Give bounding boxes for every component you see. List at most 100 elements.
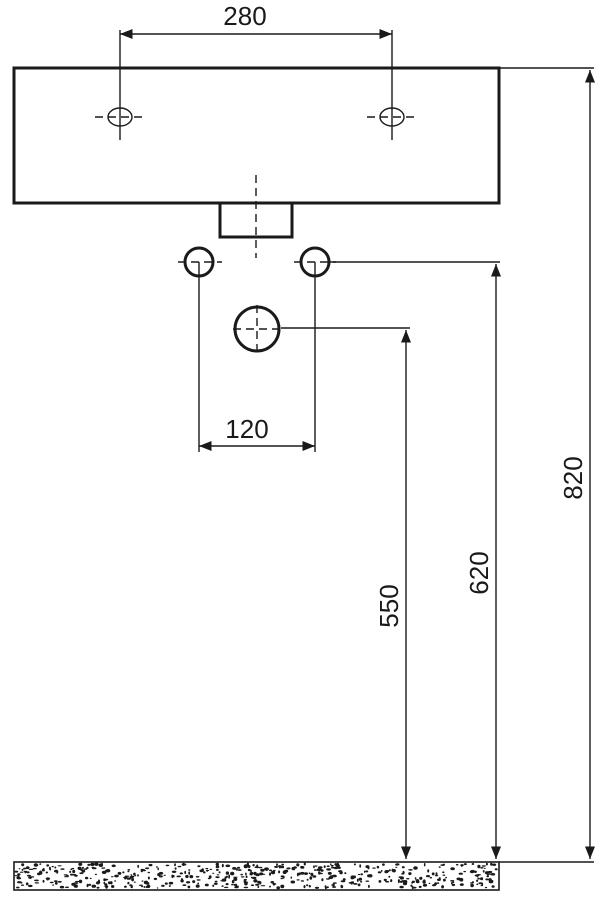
floor-speckle-dot (353, 883, 358, 885)
floor-speckle-dot (133, 881, 136, 883)
floor-speckle-dot (304, 872, 308, 875)
floor-speckle-dot (491, 885, 495, 888)
floor-speckle-dot (89, 877, 92, 880)
floor-speckle-dot (209, 868, 213, 871)
floor-speckle-dot (53, 880, 58, 882)
floor-speckle-dot (485, 878, 489, 881)
floor-speckle-dot (196, 879, 201, 881)
floor-speckle-dot (402, 870, 405, 875)
floor-speckle-dot (24, 871, 27, 874)
floor-speckle-dot (460, 864, 464, 867)
floor-speckle-dot (240, 876, 245, 878)
floor-speckle-dot (147, 876, 150, 880)
floor-speckle-dot (101, 867, 106, 869)
floor-speckle-dot (25, 866, 30, 870)
floor-speckle-dot (269, 872, 271, 876)
floor-speckle-dot (490, 862, 493, 866)
floor-speckle-dot (280, 877, 284, 880)
floor-speckle-dot (397, 880, 400, 884)
floor-speckle-dot (425, 875, 431, 878)
floor-speckle-dot (179, 872, 183, 875)
floor-speckle-dot (221, 885, 224, 887)
floor-speckle-dot (124, 885, 127, 888)
floor-speckle-dot (98, 879, 100, 883)
floor-speckle-dot (252, 864, 255, 867)
floor-speckle-dot (458, 872, 463, 875)
floor-speckle-dot (231, 880, 235, 884)
floor-speckle-dot (184, 870, 187, 875)
floor-speckle-dot (344, 872, 347, 875)
floor-speckle-dot (188, 869, 191, 871)
floor-speckle-dot (395, 863, 400, 866)
floor-speckle-dot (17, 873, 21, 876)
floor-speckle-dot (340, 885, 344, 889)
floor-speckle-dot (313, 866, 315, 869)
floor-speckle-dot (423, 863, 426, 867)
floor-speckle-dot (269, 869, 273, 872)
floor-speckle-dot (147, 871, 151, 874)
floor-speckle-dot (80, 869, 84, 871)
floor-speckle-dot (350, 875, 355, 879)
floor-speckle-dot (213, 882, 218, 885)
floor-speckle-dot (176, 875, 181, 878)
floor-speckle-dot (104, 878, 108, 881)
floor-speckle-dot (476, 879, 479, 882)
floor-speckle-dot (137, 864, 140, 868)
floor-speckle-dot (177, 865, 182, 868)
floor-speckle-dot (110, 881, 113, 885)
floor-speckle-dot (306, 878, 309, 881)
floor-speckle-dot (480, 867, 484, 869)
floor-speckle-dot (114, 880, 117, 882)
floor-speckle-dot (225, 875, 228, 878)
floor-speckle-dot (34, 879, 39, 882)
floor-speckle-dot (235, 885, 240, 887)
floor-speckle-dot (318, 866, 323, 869)
floor-speckle-dot (481, 882, 484, 887)
floor-speckle-dot (455, 863, 459, 866)
floor-speckle-dot (290, 876, 293, 879)
floor-speckle-dot (148, 863, 153, 867)
floor-speckle-dot (438, 866, 441, 868)
floor-speckle-dot (330, 864, 334, 867)
floor-speckle-dot (21, 868, 24, 871)
floor-speckle-dot (388, 875, 391, 878)
floor-speckle-dot (174, 867, 177, 870)
floor-speckle-dot (365, 870, 369, 873)
floor-speckle-dot (156, 887, 159, 889)
floor-speckle-dot (450, 867, 455, 871)
floor-speckle-dot (483, 867, 486, 869)
floor-speckle-dot (199, 869, 204, 873)
floor-speckle-dot (57, 880, 62, 883)
floor-speckle-dot (23, 867, 27, 870)
floor-speckle-dot (75, 880, 80, 883)
floor-speckle-dot (450, 880, 455, 882)
floor-speckle-dot (165, 864, 170, 867)
floor-speckle-dot (257, 886, 260, 888)
floor-speckle-dot (104, 885, 109, 888)
floor-speckle-dot (459, 883, 464, 886)
floor-speckle-dot (436, 878, 441, 881)
floor-speckle-dot (470, 882, 474, 884)
floor-speckle-dot (452, 881, 455, 883)
floor-speckle-dot (182, 884, 187, 886)
floor-speckle-dot (270, 881, 275, 884)
floor-speckle-dot (168, 885, 171, 887)
floor-speckle-dot (21, 863, 25, 867)
floor-speckle-dot (368, 884, 370, 889)
floor-speckle-dot (243, 865, 248, 869)
supply-connection-left (178, 246, 222, 452)
floor-speckle-dot (256, 864, 259, 867)
floor-speckle-dot (330, 863, 332, 865)
floor-speckle-dot (339, 871, 343, 875)
floor-speckle-dot (185, 874, 189, 879)
floor-speckle-dot (78, 879, 83, 884)
floor-speckle-dot (276, 886, 281, 890)
floor-speckle-dot (225, 871, 230, 875)
floor-speckle-dot (186, 881, 191, 884)
floor-speckle-dot (367, 874, 373, 878)
floor-speckle-dot (127, 869, 131, 871)
floor-speckle-dot (111, 876, 114, 878)
floor-speckle-dot (169, 881, 174, 885)
floor-speckle-dot (333, 866, 339, 870)
